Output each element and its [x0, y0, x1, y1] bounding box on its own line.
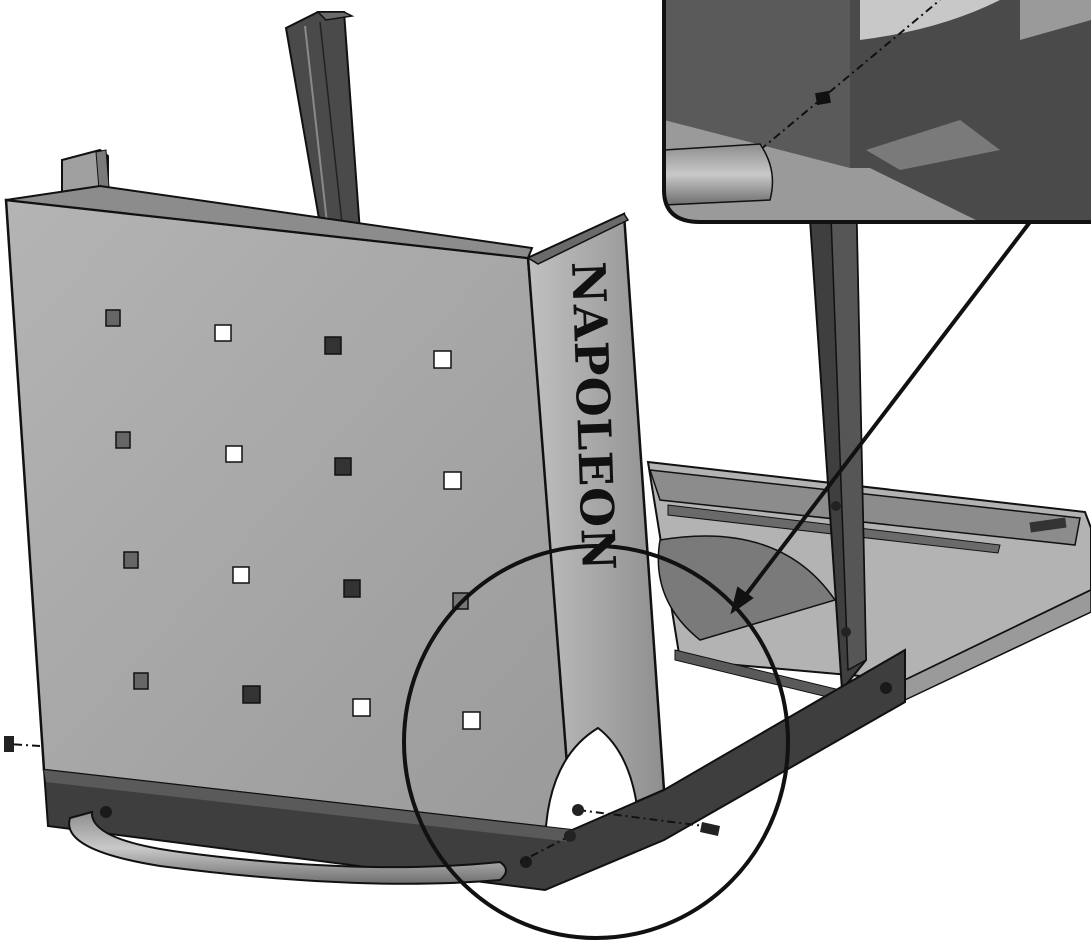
zoom-circle: [402, 544, 790, 940]
handle-bar: [68, 810, 507, 885]
callout-tube: [664, 143, 774, 206]
bolts: [4, 736, 720, 863]
vent-slots: [105, 309, 481, 730]
side-flange: NAPOLEON: [526, 212, 666, 832]
base-tray: [646, 460, 1091, 702]
side-panel: [4, 184, 574, 832]
bolt-left: [4, 736, 14, 752]
brand-label: NAPOLEON: [561, 260, 626, 572]
bolt-right-upper: [572, 804, 584, 816]
rear-leg: [284, 11, 362, 238]
bolt-right-lower: [564, 830, 576, 842]
detail-callout: [662, 0, 1091, 224]
bottom-rail: [42, 648, 906, 892]
leader-arrow: [730, 220, 1032, 615]
